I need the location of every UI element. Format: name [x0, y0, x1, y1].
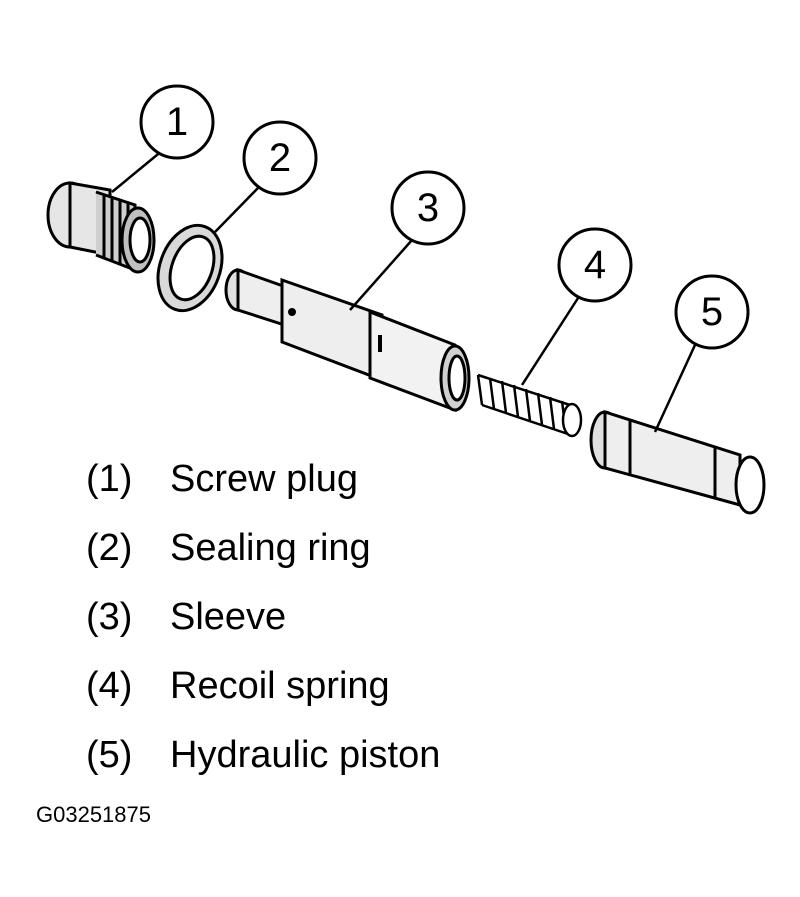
legend-number: (3): [86, 596, 133, 638]
sleeve-part: [224, 267, 471, 413]
legend-label: Recoil spring: [170, 665, 390, 707]
sealing-ring-part: [156, 223, 224, 313]
callout-number-2: 2: [269, 136, 291, 180]
exploded-parts-diagram: 1 2 3 4 5: [46, 84, 766, 515]
figure-code: G03251875: [36, 802, 151, 827]
callout-number-4: 4: [584, 243, 606, 287]
legend-item: (1) Screw plug: [86, 459, 358, 499]
callout-circle-5: [674, 274, 750, 350]
legend-item: (5) Hydraulic piston: [86, 735, 440, 775]
callout-circle-4: [557, 227, 633, 303]
callout-circle-2: [242, 120, 318, 196]
legend-number: (2): [86, 527, 133, 569]
recoil-spring-part: [476, 373, 583, 438]
legend-label: Sleeve: [170, 596, 287, 638]
legend-item: (2) Sealing ring: [86, 528, 371, 568]
callout-number-1: 1: [166, 100, 188, 144]
legend-number: (1): [86, 458, 133, 500]
hydraulic-piston-part: [589, 409, 766, 515]
callout-number-5: 5: [701, 290, 723, 334]
legend-number: (4): [86, 665, 133, 707]
leader-lines: [111, 149, 697, 433]
legend-label: Sealing ring: [170, 527, 371, 569]
callout-circle-3: [390, 170, 466, 246]
callout-number-3: 3: [417, 186, 439, 230]
screw-plug-part: [46, 181, 156, 274]
legend-label: Hydraulic piston: [170, 734, 441, 776]
legend-item: (3) Sleeve: [86, 597, 286, 637]
legend-number: (5): [86, 734, 133, 776]
callout-circle-1: [139, 84, 215, 160]
legend-item: (4) Recoil spring: [86, 666, 390, 706]
legend-label: Screw plug: [170, 458, 358, 500]
